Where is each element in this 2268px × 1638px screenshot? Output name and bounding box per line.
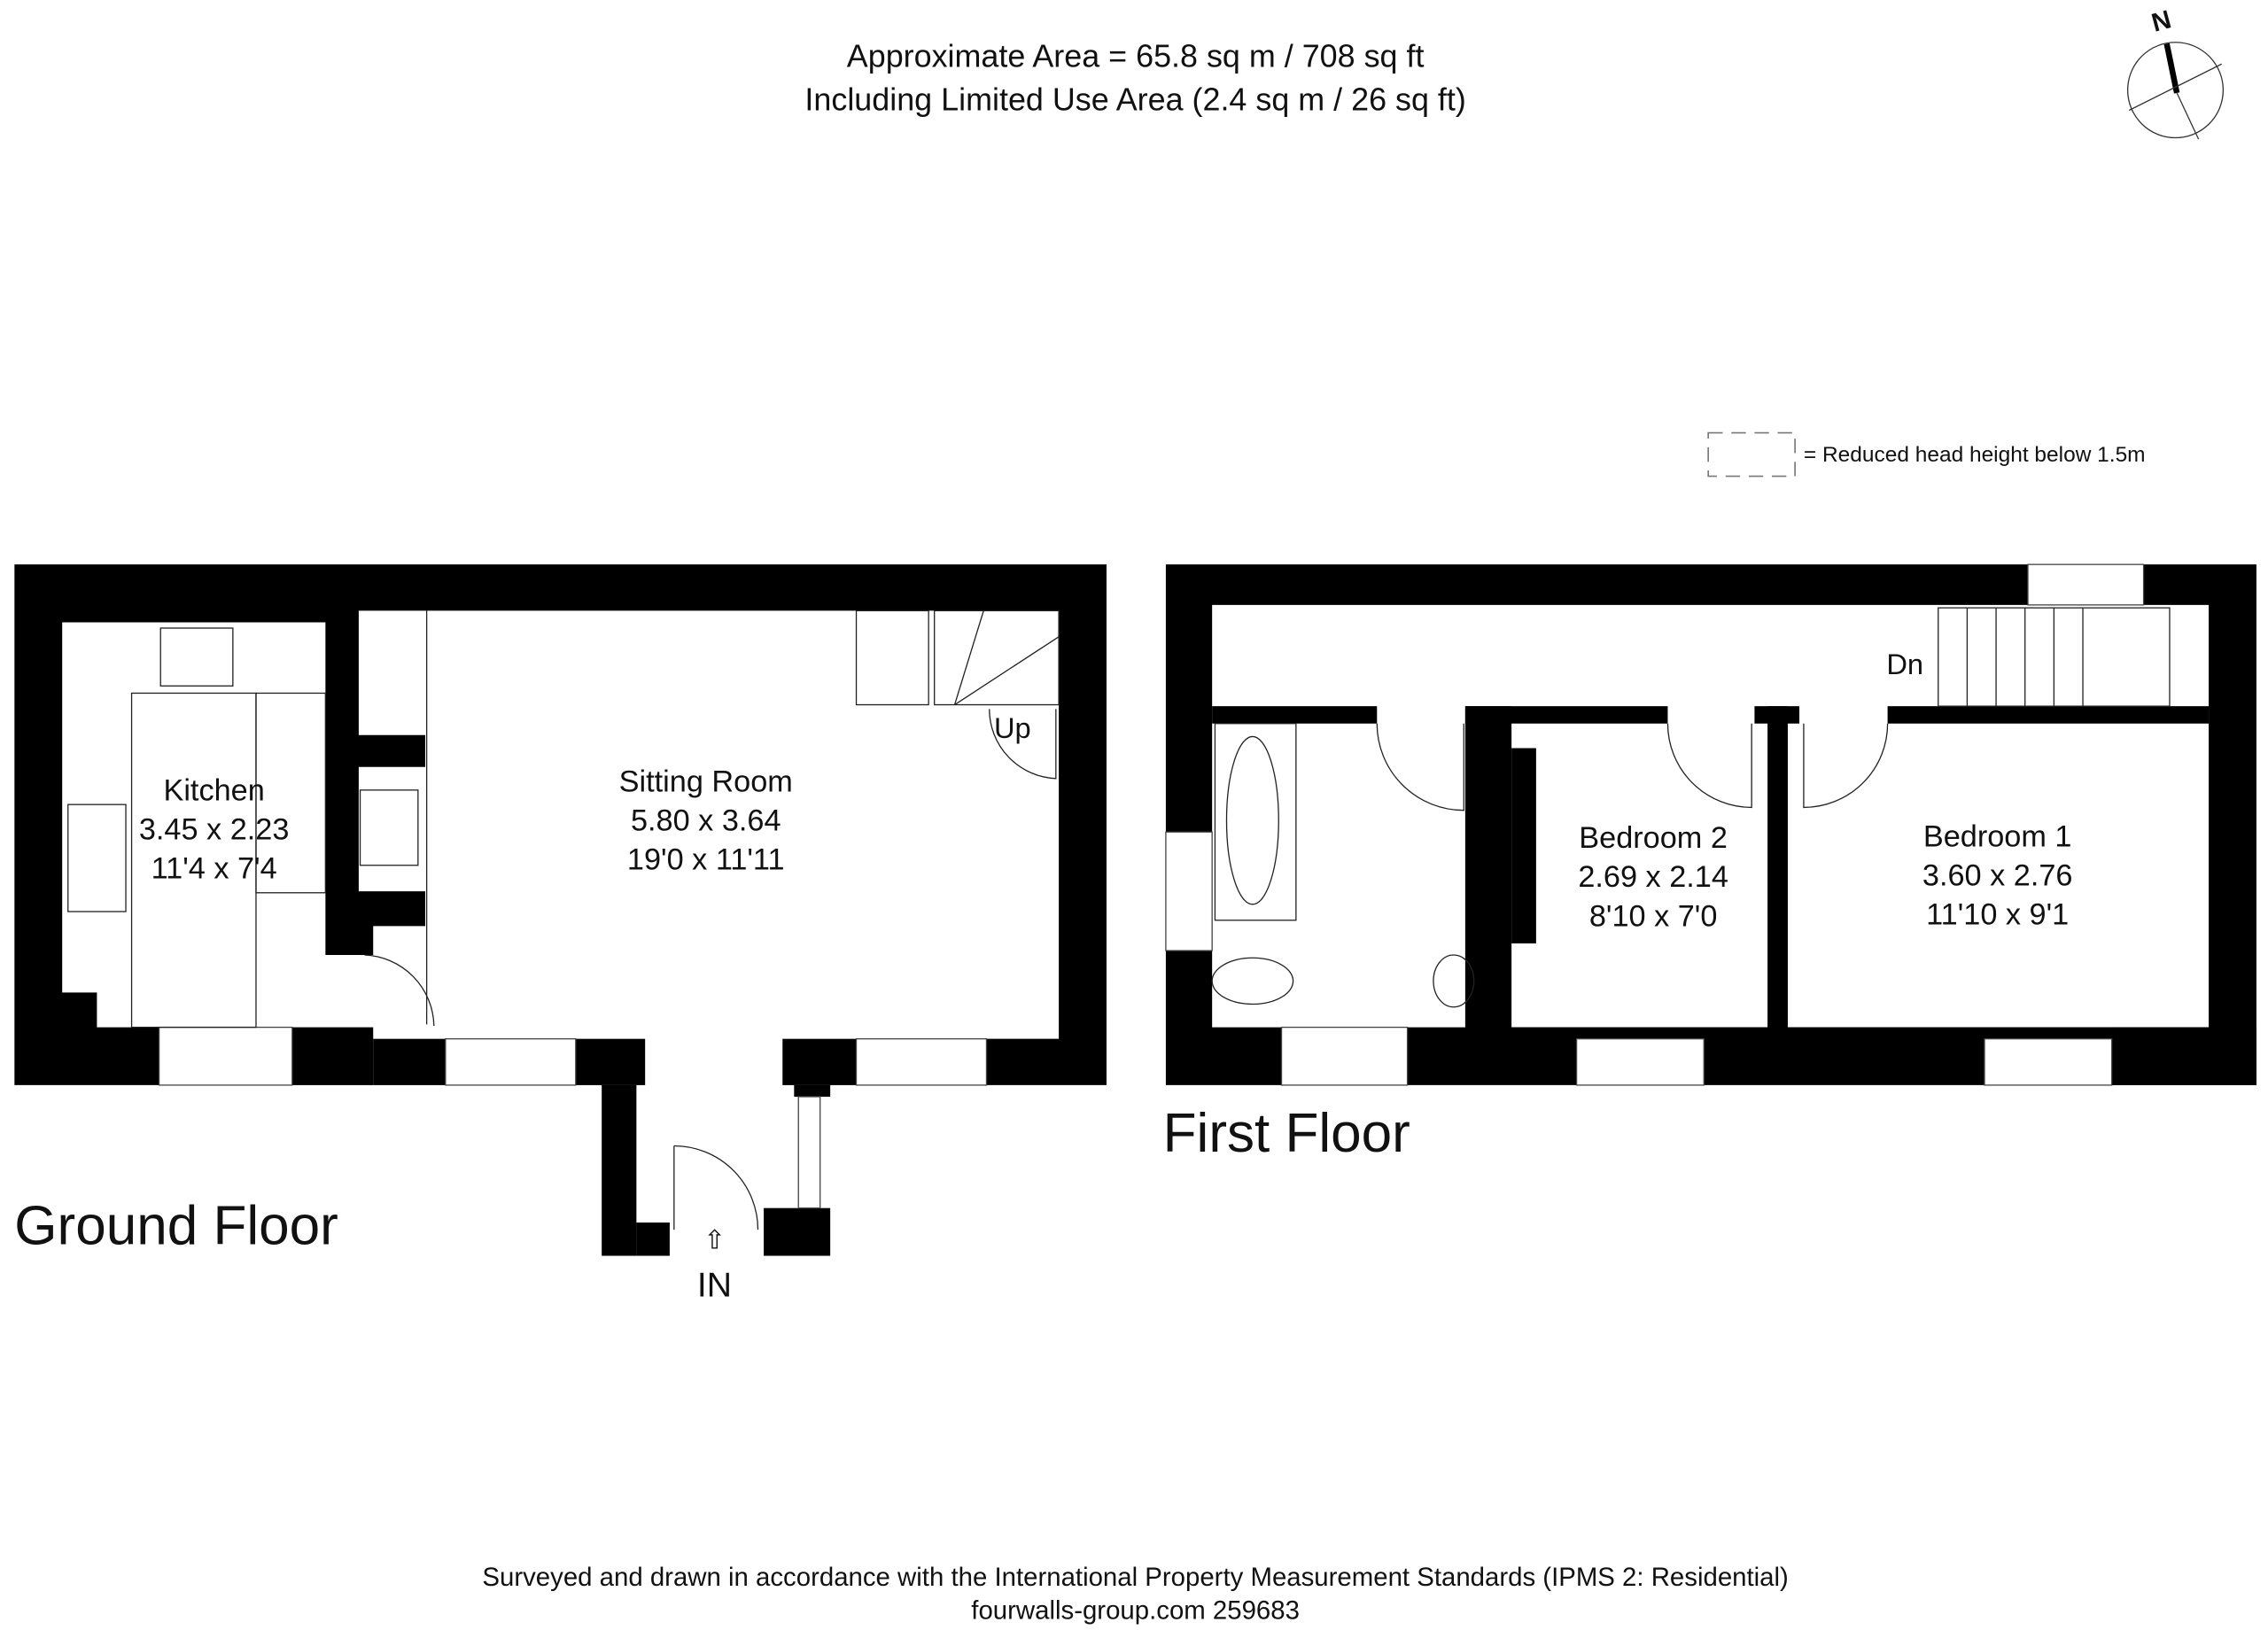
stairs-up-label: Up	[994, 711, 1031, 744]
ground-floor-plan: ⇧ Up Kitchen 3.45 x 2.23 11'4 x 7'4 Sitt…	[14, 564, 1107, 1304]
bedroom-2-name: Bedroom 2	[1579, 821, 1728, 855]
basin-icon	[1433, 954, 1475, 1008]
area-summary: Approximate Area = 65.8 sq m / 708 sq ft	[847, 38, 1425, 74]
first-floor-title: First Floor	[1163, 1103, 1410, 1164]
limited-use-area: Including Limited Use Area (2.4 sq m / 2…	[804, 82, 1465, 118]
first-floor-plan: Dn Bedroom 2 2.69 x 2.14 8'10 x 7'0 Bedr…	[1163, 563, 2256, 1164]
staircase	[934, 609, 1060, 706]
bedroom-2-metric: 2.69 x 2.14	[1578, 860, 1728, 894]
bedroom-1-metric: 3.60 x 2.76	[1922, 859, 2073, 893]
bath-icon	[1214, 723, 1297, 921]
sink-icon	[359, 789, 419, 866]
reference-note: fourwalls-group.com 259683	[971, 1595, 1300, 1625]
stairs-down-label: Dn	[1886, 648, 1923, 680]
bedroom-1-name: Bedroom 1	[1923, 820, 2072, 854]
hob-icon	[159, 627, 234, 687]
reduced-height-legend: = Reduced head height below 1.5m	[1804, 443, 2146, 467]
sitting-room-name: Sitting Room	[619, 765, 793, 798]
reduced-height-swatch	[1707, 431, 1796, 477]
kitchen-metric: 3.45 x 2.23	[139, 812, 290, 846]
bedroom-1-imperial: 11'10 x 9'1	[1926, 898, 2069, 932]
bedroom-2-imperial: 8'10 x 7'0	[1589, 899, 1718, 933]
standards-note: Surveyed and drawn in accordance with th…	[482, 1563, 1788, 1592]
ground-floor-title: Ground Floor	[14, 1195, 338, 1256]
sitting-room-imperial: 19'0 x 11'11	[627, 843, 785, 877]
kitchen-name: Kitchen	[163, 773, 264, 807]
north-label: N	[2148, 4, 2174, 37]
sink-icon	[67, 803, 127, 912]
sitting-room-metric: 5.80 x 3.64	[631, 804, 781, 838]
north-compass-icon: N	[2126, 4, 2225, 140]
entrance-label: IN	[697, 1266, 732, 1304]
entrance-arrow-icon: ⇧	[703, 1225, 726, 1254]
kitchen-imperial: 11'4 x 7'4	[151, 851, 277, 885]
toilet-icon	[1211, 957, 1294, 1005]
